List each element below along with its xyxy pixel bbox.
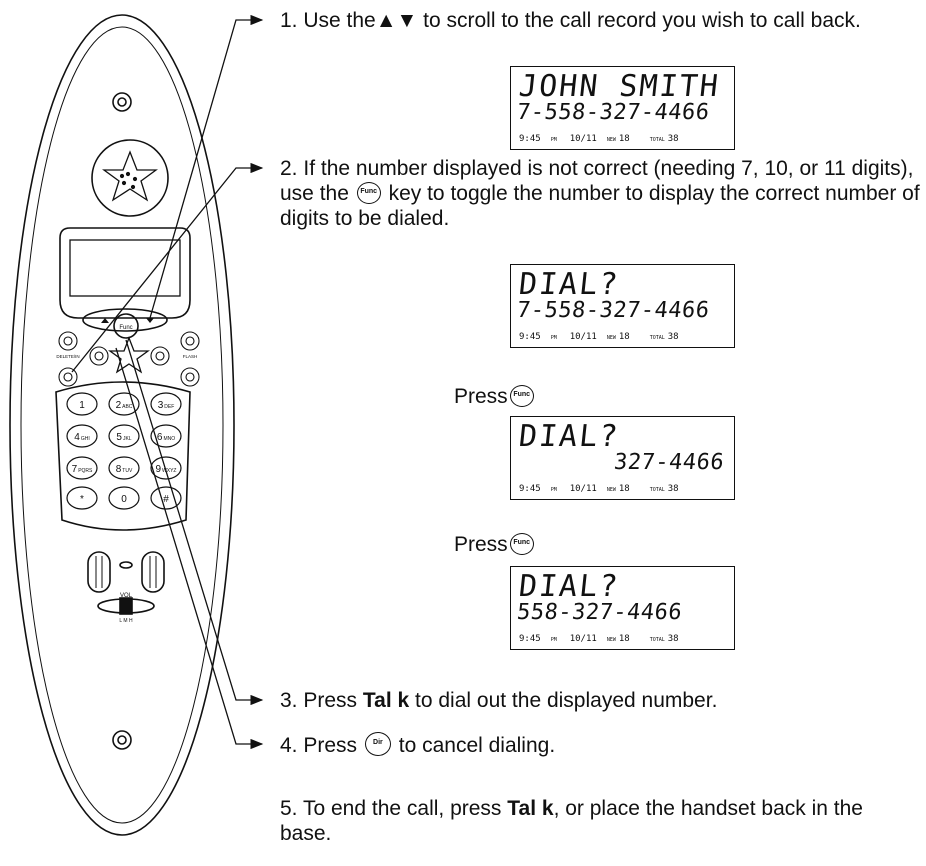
func-key-icon: Func <box>509 385 534 407</box>
dir-key-icon: Dir <box>364 732 391 756</box>
keypad-key <box>150 456 182 480</box>
callout-line-2 <box>71 162 264 373</box>
func-key-icon: Func <box>509 533 534 555</box>
keypad-key <box>66 486 98 510</box>
talk-key-label: Tal k <box>507 797 554 820</box>
talk-key-label: Tal k <box>362 689 410 712</box>
handset-screen <box>69 239 181 297</box>
keypad-key-label: 0 <box>121 494 127 505</box>
keypad-key-label: * <box>80 494 84 505</box>
keypad-key <box>108 486 140 510</box>
func-key-icon: Func <box>356 182 381 204</box>
callout-line-3 <box>125 339 264 706</box>
up-down-arrows-icon: ▲▼ <box>375 9 418 32</box>
keypad-key <box>66 392 98 416</box>
step-4: 4. Press Dir to cancel dialing. <box>280 732 556 757</box>
nav-pad <box>82 308 168 332</box>
keypad-key-label: 7PQRS <box>72 464 93 475</box>
top-screw <box>112 92 132 112</box>
keypad-key-label: 5JKL <box>116 432 131 443</box>
keypad-key <box>150 424 182 448</box>
vol-label: VOL <box>120 593 133 599</box>
keypad-key-label: 4GHI <box>74 432 89 443</box>
callout-line-4 <box>115 347 264 750</box>
step-1: 1. Use the▲▼ to scroll to the call recor… <box>280 9 861 32</box>
keypad-key <box>108 456 140 480</box>
bottom-screw <box>112 730 132 750</box>
keypad-key <box>150 486 182 510</box>
keypad-key <box>66 456 98 480</box>
talk-star-button <box>108 336 150 374</box>
callout-line-1 <box>149 14 264 319</box>
step-5: 5. To end the call, press Tal k, or plac… <box>280 797 863 845</box>
step-3: 3. Press Tal k to dial out the displayed… <box>280 689 718 712</box>
svg-text:DELETE/IN: DELETE/IN <box>56 354 79 359</box>
keypad-key-label: 1 <box>79 400 85 411</box>
keypad-key <box>108 392 140 416</box>
keypad-key-label: # <box>163 494 169 505</box>
keypad-key <box>108 424 140 448</box>
step-2: 2. If the number displayed is not correc… <box>280 157 920 230</box>
keypad-key-label: 3DEF <box>158 400 175 411</box>
keypad-key-label: 8TUV <box>116 464 133 475</box>
star-logo-icon <box>102 150 158 202</box>
earpiece <box>91 139 169 217</box>
keypad-key-label: 6MNO <box>157 432 175 443</box>
svg-text:FLASH: FLASH <box>183 354 198 359</box>
keypad-key-label: 2ABC <box>116 400 133 411</box>
svg-text:L M H: L M H <box>119 618 133 624</box>
keypad-key <box>66 424 98 448</box>
svg-text:Func: Func <box>119 325 132 331</box>
handset-body <box>9 14 235 836</box>
keypad-key <box>150 392 182 416</box>
